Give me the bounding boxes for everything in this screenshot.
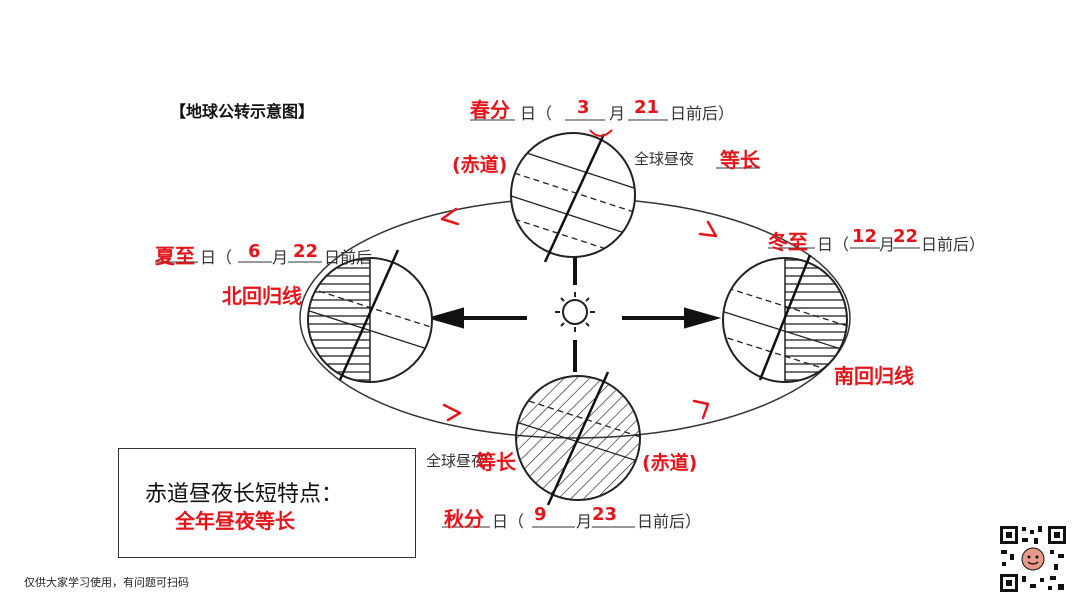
winter-day-unit: 日（: [817, 235, 850, 254]
autumn-day-unit: 日（: [492, 512, 525, 531]
orbit-direction-arrows: [440, 207, 718, 422]
footer-note: 仅供大家学习使用，有问题可扫码: [24, 576, 189, 589]
autumn-note-value: 等长: [476, 450, 516, 474]
tropic-capricorn-label: 南回归线: [834, 364, 914, 388]
spring-name: 春分: [470, 98, 510, 122]
qr-code-icon[interactable]: [998, 524, 1068, 594]
summer-day-unit: 日（: [200, 248, 233, 267]
autumn-day: 23: [592, 504, 618, 525]
autumn-month-unit: 月: [576, 512, 593, 531]
summer-name: 夏至: [155, 244, 195, 268]
tropic-cancer-label: 北回归线: [222, 284, 302, 308]
summer-day: 22: [293, 241, 319, 262]
feature-box-answer: 全年昼夜等长: [175, 509, 295, 533]
summer-month-unit: 月: [272, 248, 289, 267]
arrow-icon: [692, 399, 710, 420]
winter-name: 冬至: [768, 230, 808, 254]
earth-autumn: [515, 371, 641, 506]
spring-month-unit: 月: [609, 104, 626, 123]
summer-month: 6: [248, 241, 261, 262]
sun-icon: [555, 292, 595, 332]
winter-suffix: 日前后）: [921, 235, 986, 254]
earth-spring: [510, 129, 636, 263]
autumn-name: 秋分: [444, 507, 484, 531]
winter-month-unit: 月: [879, 235, 896, 254]
arrow-icon: [698, 220, 718, 238]
winter-month: 12: [852, 226, 878, 247]
autumn-equator-label: (赤道): [642, 452, 698, 474]
spring-equator-label: (赤道): [452, 154, 508, 176]
spring-month: 3: [577, 97, 590, 118]
winter-day: 22: [893, 226, 919, 247]
autumn-note-prefix: 全球昼夜: [426, 452, 487, 470]
spring-day: 21: [634, 97, 660, 118]
equator-feature-box: [118, 448, 416, 558]
autumn-suffix: 日前后）: [637, 512, 702, 531]
feature-box-title: 赤道昼夜长短特点：: [145, 482, 344, 507]
spring-suffix: 日前后）: [670, 104, 735, 123]
earth-winter: [722, 254, 848, 383]
arrow-icon: [440, 207, 460, 226]
autumn-month: 9: [534, 504, 547, 525]
spring-day-unit: 日（: [520, 104, 553, 123]
summer-suffix: 日前后: [324, 248, 373, 267]
arrow-icon: [442, 403, 462, 422]
spring-note-prefix: 全球昼夜: [634, 150, 695, 168]
spring-note-value: 等长: [720, 148, 760, 172]
earth-summer: [307, 249, 433, 383]
page-title: 【地球公转示意图】: [170, 102, 315, 121]
rotation-arrow-icon: [589, 129, 613, 137]
